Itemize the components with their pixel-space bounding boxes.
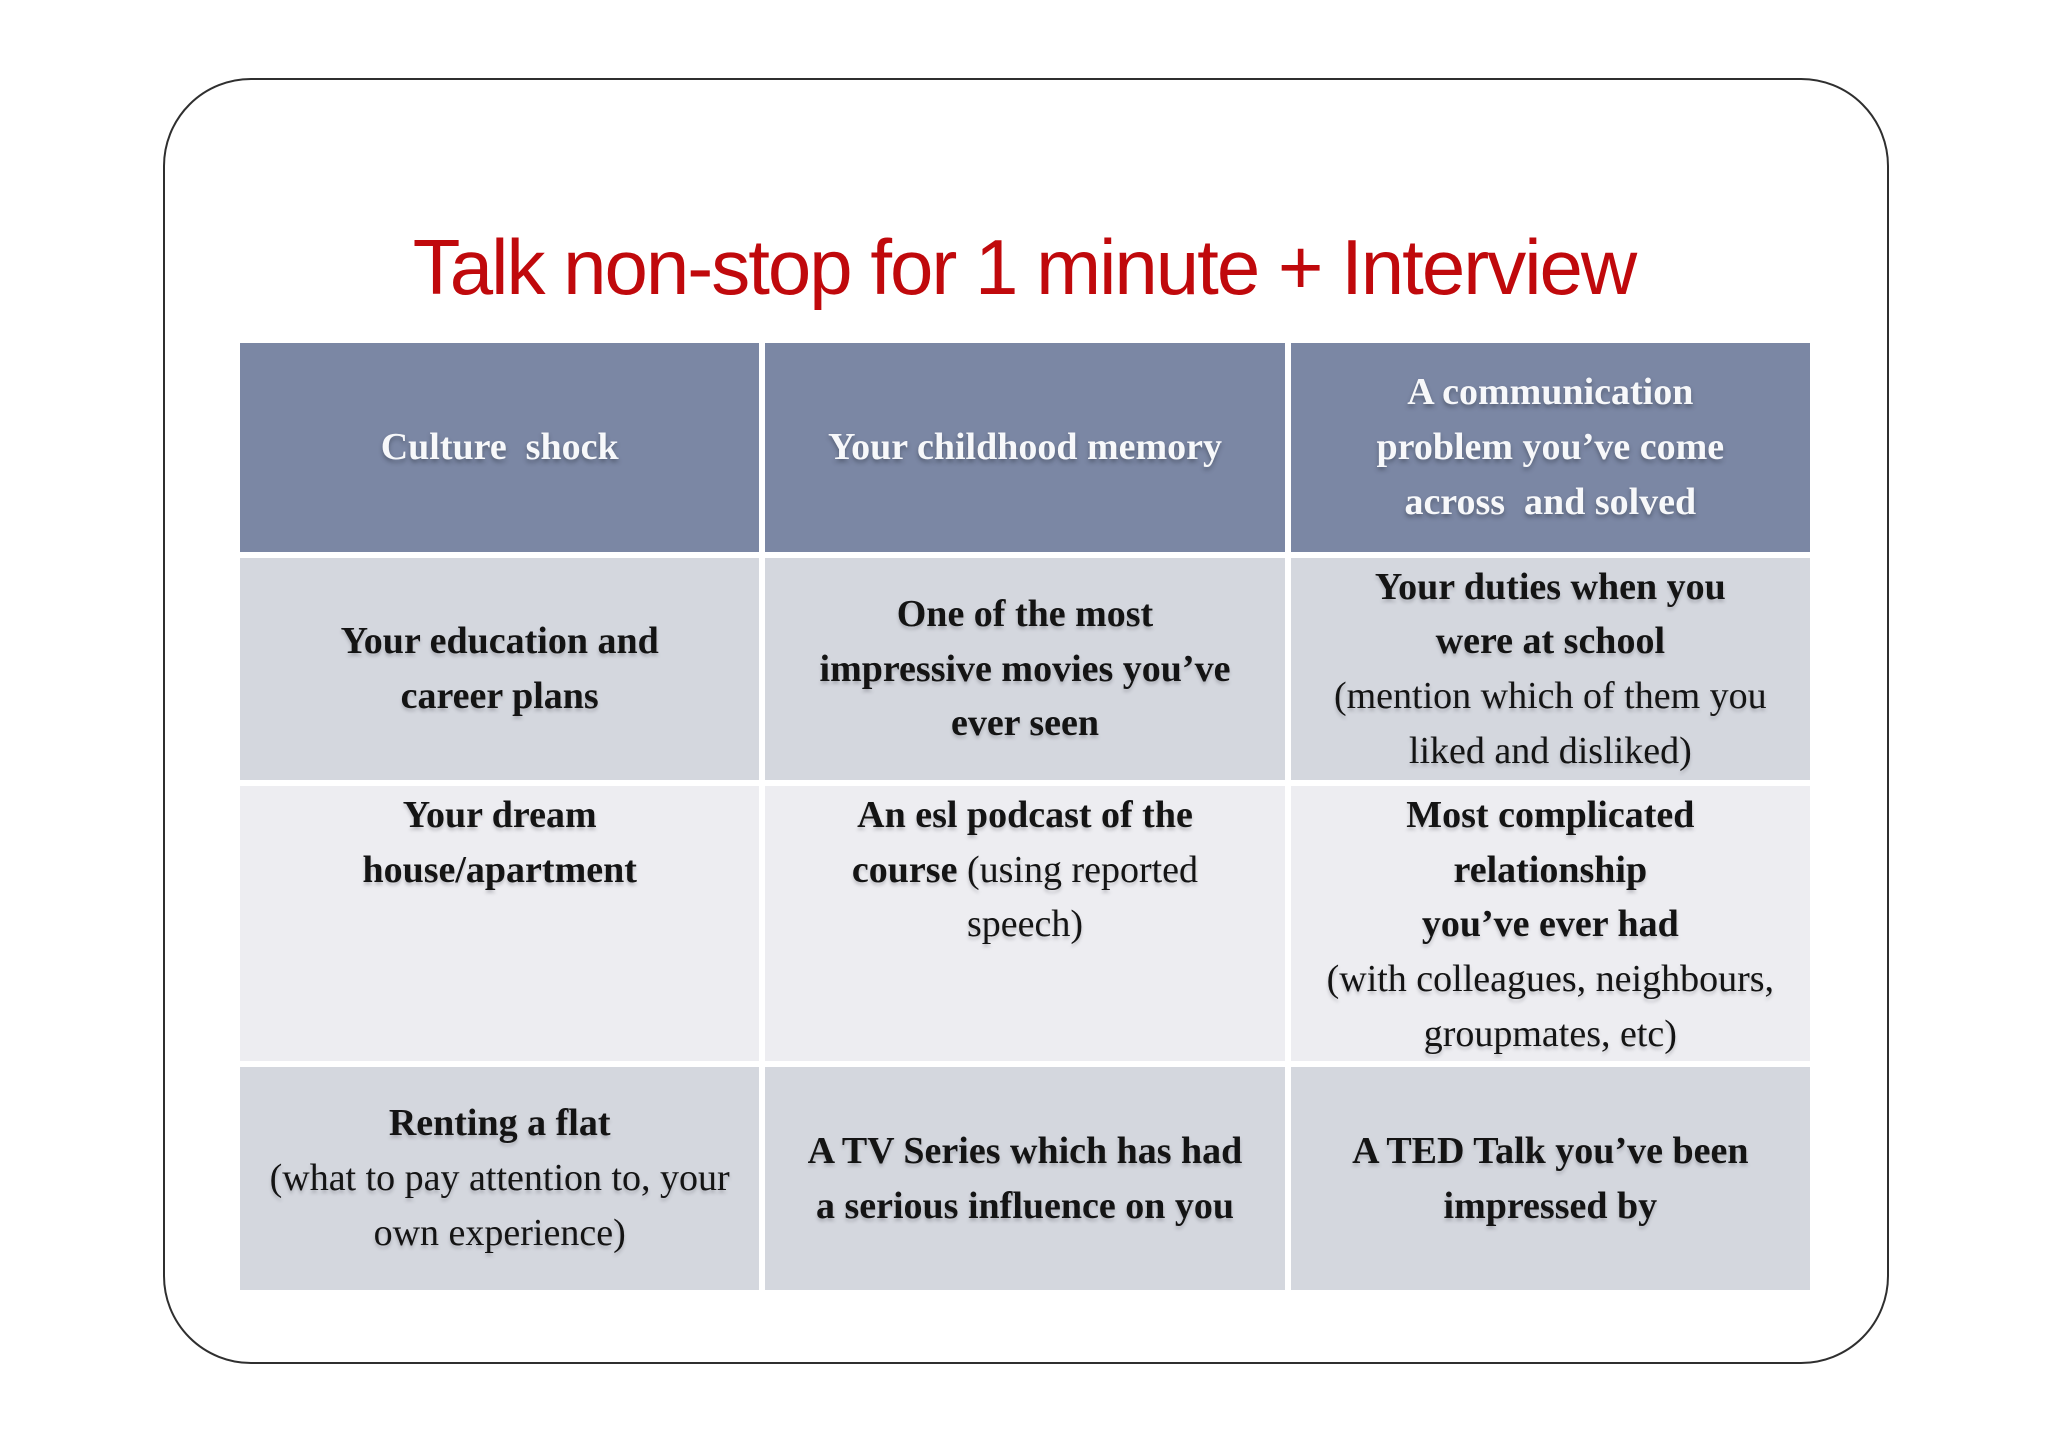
cell-text: Your duties when you were at school (men… [1333, 565, 1767, 772]
cell-text: An esl podcast of the course (using repo… [851, 794, 1199, 946]
cell-text: Your education and career plans [340, 620, 659, 717]
table-cell-dream-house: Your dream house/apartment [240, 786, 760, 1061]
table-cell-school-duties: Your duties when you were at school (men… [1290, 558, 1810, 780]
header-cell-culture-shock: Culture shock [240, 343, 760, 552]
cell-text: Most complicated relationship you’ve eve… [1326, 794, 1775, 1055]
table-cell-education-career: Your education and career plans [240, 558, 760, 780]
header-cell-communication-problem: A communication problem you’ve come acro… [1290, 343, 1810, 552]
table-cell-tv-series: A TV Series which has had a serious infl… [765, 1067, 1285, 1290]
topics-table: Culture shock Your childhood memory A co… [240, 343, 1810, 1290]
table-cell-esl-podcast: An esl podcast of the course (using repo… [765, 786, 1285, 1061]
header-text: Your childhood memory [827, 426, 1223, 469]
header-cell-childhood-memory: Your childhood memory [765, 343, 1285, 552]
header-text: A communication problem you’ve come acro… [1376, 371, 1725, 523]
header-text: Culture shock [380, 426, 619, 469]
table-cell-renting-flat: Renting a flat (what to pay attention to… [240, 1067, 760, 1290]
table-cell-complicated-relationship: Most complicated relationship you’ve eve… [1290, 786, 1810, 1061]
slide-title: Talk non-stop for 1 minute + Interview [412, 223, 1637, 311]
cell-text: Your dream house/apartment [362, 794, 637, 891]
cell-text: One of the most impressive movies you’ve… [819, 592, 1231, 745]
table-cell-impressive-movie: One of the most impressive movies you’ve… [765, 558, 1285, 780]
cell-text: A TV Series which has had a serious infl… [807, 1129, 1243, 1227]
table-cell-ted-talk: A TED Talk you’ve been impressed by [1290, 1067, 1810, 1290]
cell-text: Renting a flat (what to pay attention to… [269, 1102, 730, 1254]
cell-text: A TED Talk you’ve been impressed by [1352, 1129, 1749, 1227]
